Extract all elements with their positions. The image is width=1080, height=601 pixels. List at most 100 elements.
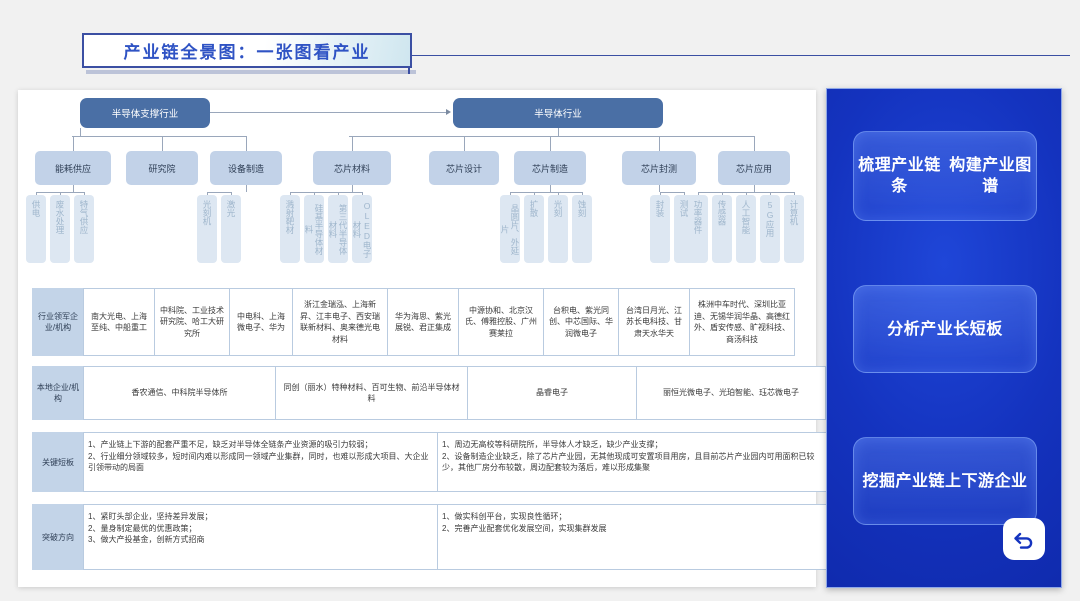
leaf-stem-line [60,192,61,195]
table-cell-text: 晶睿电子 [536,388,568,398]
table-cell: 株洲中车时代、深圳比亚迪、无锡华润华晶、高德红外、盾安传感、旷视科技、商汤科技 [689,288,795,356]
category-stem-line [246,136,247,151]
leaf-node-8-3[interactable]: 人工智能 [736,195,756,263]
category-node-4[interactable]: 芯片材料 [313,151,391,185]
leaf-stem-line [746,192,747,195]
leaf-node-3-2[interactable]: 激光 [221,195,241,263]
table-cell: 中科院、工业技术研究院、哈工大研究所 [154,288,230,356]
leaf-node-1-3[interactable]: 特气供应 [74,195,94,263]
leaf-node-6-2[interactable]: 扩散 [524,195,544,263]
leaf-node-3-1[interactable]: 光刻机 [197,195,217,263]
category-stem-line [464,136,465,151]
table-cell: 晶睿电子 [467,366,637,420]
leaf-stem-line [698,192,699,195]
table-cell-text: 南大光电、上海至纯、中船重工 [91,311,147,333]
panel-button-3[interactable]: 挖掘产业链上下游企业 [853,437,1037,525]
table-cell: 台积电、紫光同创、中芯国际、华润微电子 [543,288,619,356]
leaf-node-8-1[interactable]: 功率器件 [688,195,708,263]
panel-button-line: 挖掘产业链 [862,472,945,490]
table-cell: 1、紧盯头部企业，坚持差异发展；2、量身制定最优的优惠政策；3、做大产投基金，创… [83,504,438,570]
page-title-banner: 产业链全景图：一张图看产业 [82,33,412,68]
leaf-stem-line [684,192,685,195]
leaf-stem-line [36,192,37,195]
category-node-3[interactable]: 设备制造 [210,151,282,185]
category-node-5[interactable]: 芯片设计 [429,151,499,185]
page-title: 产业链全景图：一张图看产业 [123,43,371,62]
root-node-support-industry[interactable]: 半导体支撑行业 [80,98,210,128]
table-cell-text: 1、周边无高校等科研院所，半导体人才缺乏，缺少产业支撑；2、设备制造企业缺乏，除… [442,440,815,472]
industry-chain-tree: 半导体支撑行业 半导体行业能耗供应供电废水处理特气供应 研究院设备制造光刻机激光 芯片… [18,90,816,290]
leaf-node-1-2[interactable]: 废水处理 [50,195,70,263]
table-cell-text: 台积电、紫光同创、中芯国际、华润微电子 [549,305,613,338]
leaf-stem-line [660,192,661,195]
table-cell: 华为海思、紫光展锐、君正集成 [387,288,459,356]
title-banner-shadow [86,70,416,74]
back-button[interactable] [1003,518,1045,560]
category-node-8[interactable]: 芯片应用 [718,151,790,185]
leaf-stem-line [84,192,85,195]
semiconductor-group-bus-line [349,136,754,137]
leaf-stem-line [510,192,511,195]
leaf-node-4-2[interactable]: 硅基半导体材料 [304,195,324,263]
leaf-node-8-2[interactable]: 传感器 [712,195,732,263]
table-row-header: 突破方向 [32,504,84,570]
table-cell-text: 同创（丽水）特种材料、百可生物、前沿半导体材料 [283,382,460,404]
category-down-line [352,185,353,192]
leaf-node-6-1[interactable]: 晶圆片、外延片 [500,195,520,263]
category-stem-line [162,136,163,151]
table-cell: 中电科、上海微电子、华为 [229,288,293,356]
table-cell-text: 浙江金瑞泓、上海新昇、江丰电子、西安瑞联新材料、奥来德光电材料 [300,300,380,344]
category-stem-line [550,136,551,151]
leaf-stem-line [362,192,363,195]
table-cell: 浙江金瑞泓、上海新昇、江丰电子、西安瑞联新材料、奥来德光电材料 [292,288,388,356]
table-row: 行业领军企业/机构南大光电、上海至纯、中船重工中科院、工业技术研究院、哈工大研究… [32,288,804,356]
leaf-node-4-1[interactable]: 溅射靶材 [280,195,300,263]
panel-button-line: 梳理产业链条 [858,157,941,195]
leaf-node-8-4[interactable]: 5G应用 [760,195,780,263]
side-panel: 梳理产业链条构建产业图谱 分析产业长短板 挖掘产业链上下游企业 [826,88,1062,588]
panel-button-line: 上下游企业 [945,472,1028,490]
table-row: 本地企业/机构香农通信、中科院半导体所同创（丽水）特种材料、百可生物、前沿半导体… [32,366,826,420]
table-cell: 台湾日月光、江苏长电科技、甘肃天水华天 [618,288,690,356]
leaf-stem-line [338,192,339,195]
leaf-stem-line [794,192,795,195]
table-cell-text: 株洲中车时代、深圳比亚迪、无锡华润华晶、高德红外、盾安传感、旷视科技、商汤科技 [694,300,790,344]
panel-button-line: 构建产业图谱 [949,157,1032,195]
category-node-1[interactable]: 能耗供应 [35,151,111,185]
category-node-7[interactable]: 芯片封测 [622,151,696,185]
table-cell: 1、产业链上下游的配套严重不足，缺乏对半导体全链条产业资源的吸引力较弱；2、行业… [83,432,438,492]
back-arrow-icon [1014,532,1033,549]
panel-button-1[interactable]: 梳理产业链条构建产业图谱 [853,131,1037,221]
table-cell: 南大光电、上海至纯、中船重工 [83,288,155,356]
root-node-semiconductor-industry[interactable]: 半导体行业 [453,98,663,128]
leaf-stem-line [231,192,232,195]
leaf-node-1-1[interactable]: 供电 [26,195,46,263]
category-down-line [659,185,660,192]
table-cell-text: 丽恒光微电子、光珀智能、珏芯微电子 [663,388,799,398]
table-cell: 丽恒光微电子、光珀智能、珏芯微电子 [636,366,826,420]
panel-button-2[interactable]: 分析产业长短板 [853,285,1037,373]
leaf-node-6-4[interactable]: 蚀刻 [572,195,592,263]
category-stem-line [754,136,755,151]
leaf-node-4-4[interactable]: OLED电子材料 [352,195,372,263]
category-node-2[interactable]: 研究院 [126,151,198,185]
category-down-line [246,185,247,192]
root-connector-line [210,112,446,113]
leaf-node-4-3[interactable]: 第三代半导体材料 [328,195,348,263]
leaf-node-7-1[interactable]: 封装 [650,195,670,263]
leaf-node-8-5[interactable]: 计算机 [784,195,804,263]
category-down-line [550,185,551,192]
table-cell-text: 台湾日月光、江苏长电科技、甘肃天水华天 [626,305,682,338]
support-group-bus-line [72,136,247,137]
table-row-header: 关键短板 [32,432,84,492]
table-cell: 香农通信、中科院半导体所 [83,366,276,420]
category-node-6[interactable]: 芯片制造 [514,151,586,185]
table-cell-text: 华为海思、紫光展锐、君正集成 [395,311,451,333]
table-cell-text: 中科院、工业技术研究院、哈工大研究所 [160,305,224,338]
table-cell-text: 1、做实科创平台，实现良性循环；2、完善产业配套优化发展空间，实现集群发展 [442,512,607,533]
table-cell-text: 中源协和、北京汉氏、傅雅控股、广州赛莱拉 [465,305,537,338]
leaf-bus-line [207,192,231,193]
leaf-node-6-3[interactable]: 光刻 [548,195,568,263]
leaf-bus-line [510,192,582,193]
